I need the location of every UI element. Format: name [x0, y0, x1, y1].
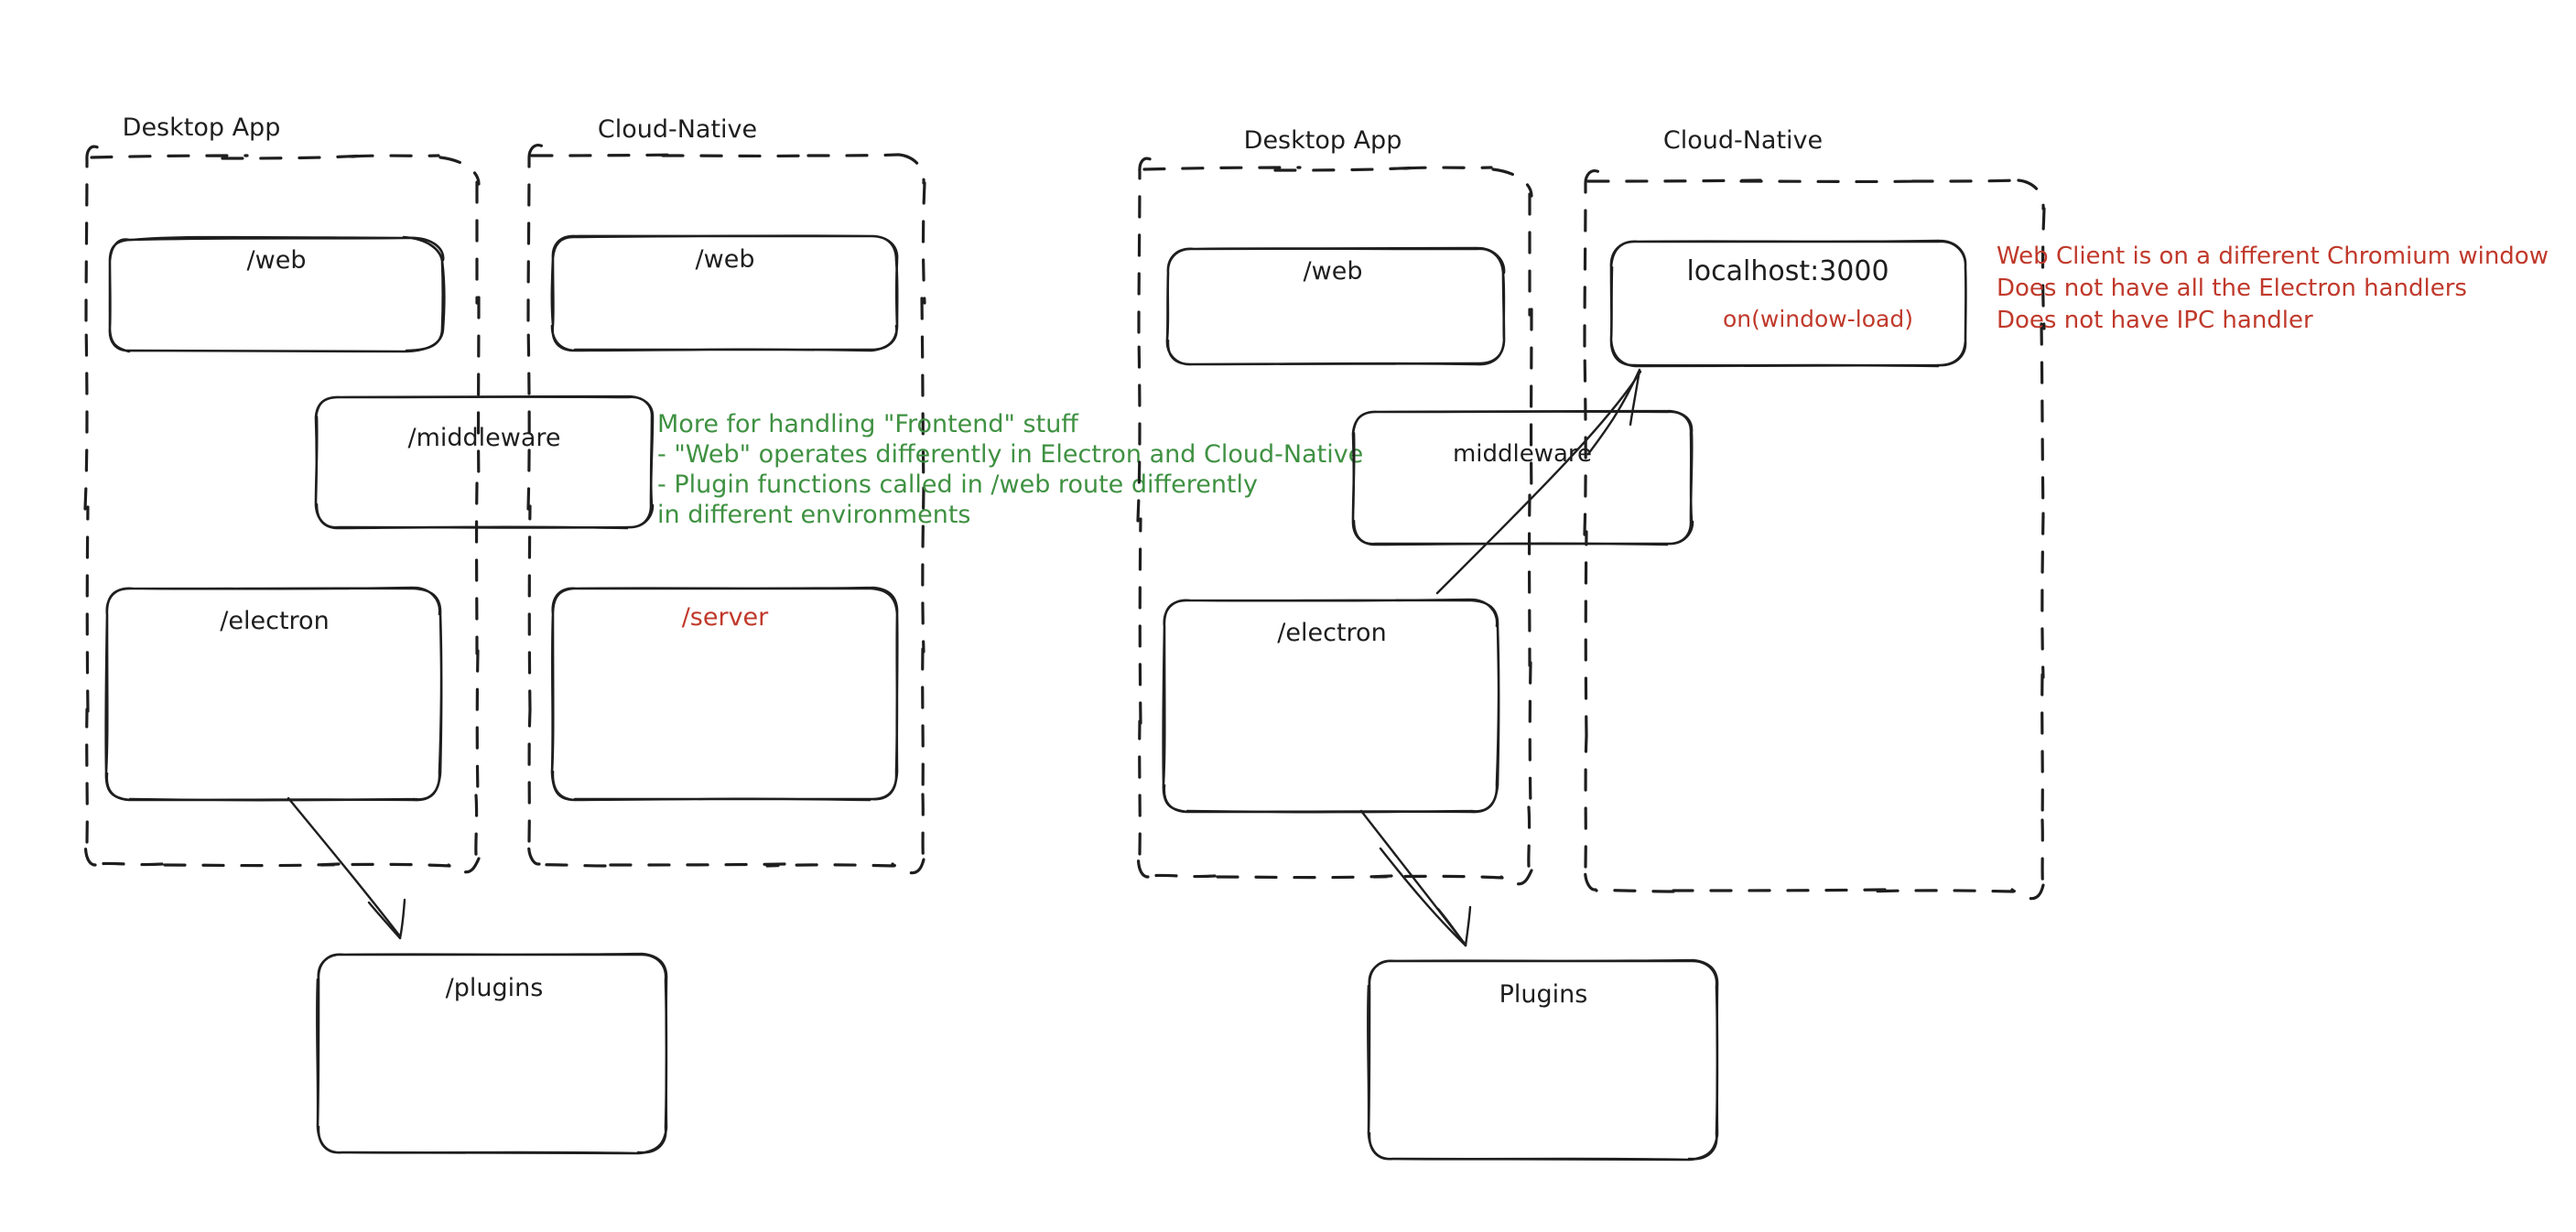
node-label-left-middleware: /middleware	[407, 424, 560, 452]
node-label-left-plugins: /plugins	[446, 974, 544, 1002]
edge-right-electron-to-localhost[interactable]	[1435, 368, 1642, 595]
node-label-right-localhost: localhost:3000	[1686, 255, 1889, 287]
annotation-left-line-4: in different environments	[657, 501, 970, 529]
edge-right-electron-to-plugins[interactable]	[1359, 809, 1472, 947]
node-label-right-desktop-web: /web	[1304, 257, 1363, 286]
annotation-left-green: More for handling "Frontend" stuff - "We…	[657, 410, 1363, 529]
node-right-localhost[interactable]: localhost:3000 on(window-load)	[1609, 239, 1967, 368]
annotation-right-line-3: Does not have IPC handler	[1997, 307, 2313, 334]
annotation-right-line-2: Does not have all the Electron handlers	[1997, 275, 2467, 302]
node-left-desktop-web[interactable]: /web	[108, 235, 446, 353]
node-right-electron[interactable]: /electron	[1162, 598, 1500, 814]
node-left-cloud-web[interactable]: /web	[550, 234, 899, 352]
node-label-right-electron: /electron	[1277, 619, 1386, 647]
container-label-right-desktop-app: Desktop App	[1244, 126, 1402, 155]
node-label-left-electron: /electron	[220, 607, 329, 635]
container-right-desktop-app[interactable]	[1136, 157, 1533, 886]
node-right-plugins[interactable]: Plugins	[1367, 958, 1719, 1162]
node-right-middleware[interactable]: middleware	[1351, 409, 1694, 546]
node-label-right-middleware: middleware	[1453, 440, 1592, 468]
node-sublabel-right-localhost-on-window-load: on(window-load)	[1723, 306, 1913, 332]
annotation-left-line-1: More for handling "Frontend" stuff	[657, 410, 1079, 438]
annotation-right-line-1: Web Client is on a different Chromium wi…	[1997, 243, 2549, 270]
node-label-left-desktop-web: /web	[247, 246, 307, 275]
container-right-cloud-native[interactable]	[1583, 169, 2046, 901]
annotation-left-line-3: - Plugin functions called in /web route …	[657, 470, 1258, 499]
node-left-middleware[interactable]: /middleware	[314, 394, 655, 530]
edge-left-electron-to-plugins[interactable]	[287, 796, 406, 940]
node-label-left-server: /server	[682, 603, 769, 632]
container-label-right-cloud-native: Cloud-Native	[1663, 126, 1823, 155]
container-label-left-cloud-native: Cloud-Native	[598, 115, 757, 144]
node-right-desktop-web[interactable]: /web	[1165, 246, 1506, 366]
node-left-server[interactable]: /server	[550, 586, 899, 802]
container-left-desktop-app[interactable]	[83, 145, 481, 874]
annotation-left-line-2: - "Web" operates differently in Electron…	[657, 440, 1363, 469]
container-left-cloud-native[interactable]	[526, 144, 926, 875]
annotation-right-red: Web Client is on a different Chromium wi…	[1997, 243, 2549, 334]
node-left-electron[interactable]: /electron	[104, 586, 443, 802]
container-label-left-desktop-app: Desktop App	[123, 113, 281, 142]
node-left-plugins[interactable]: /plugins	[316, 952, 668, 1155]
node-label-left-cloud-web: /web	[696, 245, 755, 274]
node-label-right-plugins: Plugins	[1499, 980, 1588, 1009]
